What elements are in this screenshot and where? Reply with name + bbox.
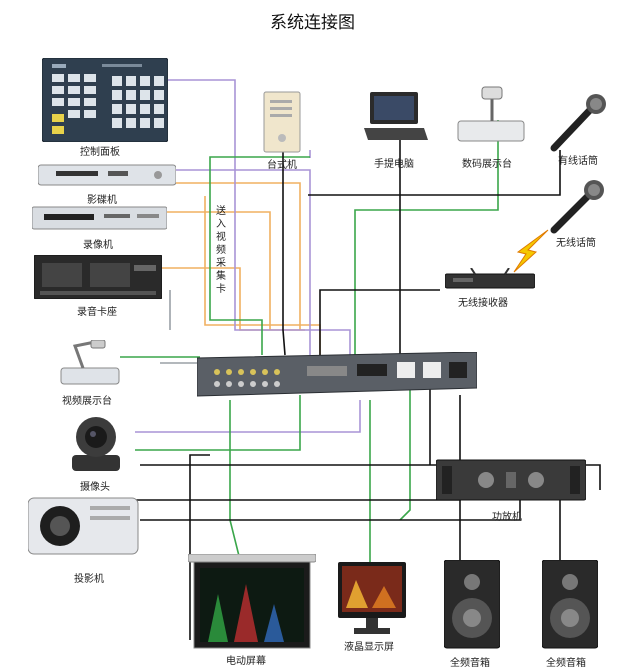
lcd-monitor-label: 液晶显示屏 — [344, 642, 394, 653]
projector-label: 投影机 — [74, 574, 104, 585]
laptop-label: 手提电脑 — [374, 159, 414, 170]
digital-visualizer-label: 数码展示台 — [462, 159, 512, 170]
desktop-pc-label: 台式机 — [267, 160, 297, 171]
amplifier-label: 功放机 — [492, 512, 522, 523]
amplifier-icon — [436, 459, 586, 501]
motorized-screen-icon — [188, 554, 316, 649]
cassette-deck-icon — [34, 255, 162, 299]
vcr-icon — [32, 206, 167, 230]
wireless-receiver-label: 无线接收器 — [458, 298, 508, 309]
speaker-right-label: 全频音箱 — [546, 658, 586, 669]
wire-camera-power — [140, 464, 601, 490]
wire-screen-ctrl — [189, 454, 210, 640]
central-controller-icon — [197, 352, 477, 397]
wire-visualizer-right — [354, 120, 499, 355]
camera-icon — [72, 417, 120, 471]
wire-dvd-video-2 — [175, 169, 311, 355]
dvd-player-label: 影碟机 — [87, 195, 117, 206]
wire-wired-mic — [308, 150, 561, 196]
wireless-receiver-icon — [445, 268, 535, 289]
dvd-player-icon — [38, 164, 176, 186]
wire-pc-capture — [209, 156, 310, 355]
wire-camera-video — [135, 400, 361, 433]
wire-control-panel — [168, 79, 351, 355]
control-panel-label: 控制面板 — [80, 147, 120, 158]
wired-mic-label: 有线话筒 — [558, 156, 598, 167]
cassette-deck-label: 录音卡座 — [77, 307, 117, 318]
wireless-mic-icon — [550, 180, 604, 234]
camera-label: 摄像头 — [80, 482, 110, 493]
wire-screen-power — [229, 400, 241, 561]
digital-visualizer-icon — [457, 86, 525, 142]
wire-dvd-audio — [175, 182, 301, 330]
wire-projector-video — [135, 395, 461, 501]
wire-pc-audio — [282, 150, 286, 356]
wireless-mic-label: 无线话筒 — [556, 238, 596, 249]
wire-camera-ctrl — [135, 395, 301, 451]
speaker-right-icon — [542, 560, 598, 649]
wireless-signal-icon — [513, 229, 549, 273]
control-panel-icon — [42, 58, 168, 142]
vcr-label: 录像机 — [83, 240, 113, 251]
projector-icon — [28, 497, 139, 555]
wired-mic-icon — [550, 94, 606, 152]
speaker-left-label: 全频音箱 — [450, 658, 490, 669]
desktop-pc-icon — [263, 91, 301, 153]
wire-receiver — [319, 289, 440, 355]
wire-projector-power — [140, 500, 521, 521]
visualizer-left-label: 视频展示台 — [62, 396, 112, 407]
wire-vcr-audio — [165, 211, 271, 330]
lcd-monitor-icon — [338, 562, 406, 634]
speaker-left-icon — [444, 560, 500, 649]
visualizer-left-icon — [60, 340, 120, 385]
diagram-title: 系统连接图 — [270, 13, 355, 33]
laptop-icon — [364, 92, 428, 140]
capture-card-note: 送入视频采集卡 — [216, 206, 226, 295]
motorized-screen-label: 电动屏幕 — [226, 656, 266, 667]
wire-amp-out — [399, 385, 411, 521]
